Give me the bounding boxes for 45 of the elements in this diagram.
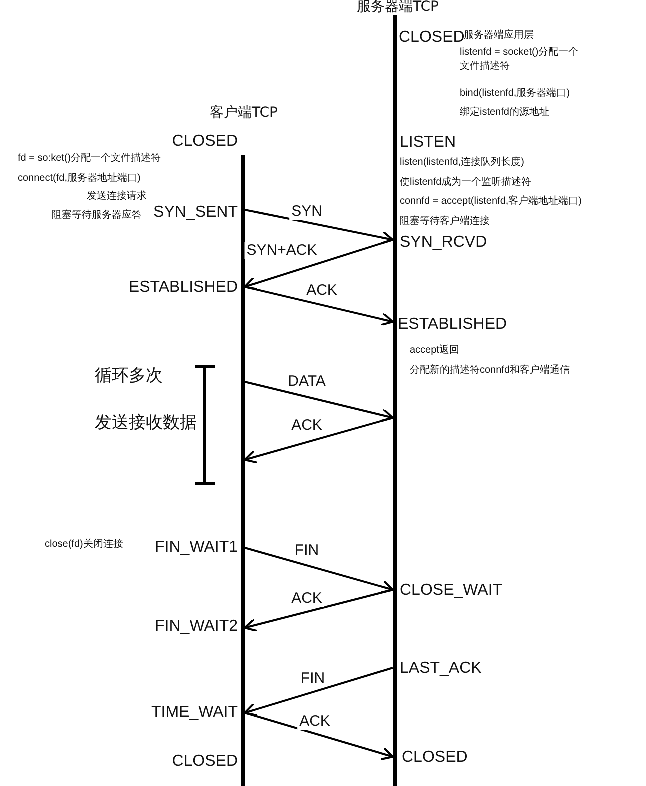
lifeline bbox=[241, 155, 245, 786]
state-label: CLOSE_WAIT bbox=[400, 581, 503, 601]
note-text: connect(fd,服务器地址端口) bbox=[18, 172, 141, 186]
note-text: listen(listenfd,连接队列长度) bbox=[400, 156, 524, 170]
message-arrow bbox=[244, 712, 394, 761]
note-text: close(fd)关闭连接 bbox=[45, 538, 124, 552]
message-arrow bbox=[244, 547, 394, 594]
message-arrow bbox=[244, 417, 394, 464]
state-label: LAST_ACK bbox=[400, 659, 482, 679]
lifeline bbox=[393, 15, 397, 786]
state-label: ESTABLISHED bbox=[398, 315, 508, 335]
lifeline-title: 客户端TCP bbox=[210, 104, 278, 122]
message-arrow bbox=[244, 286, 394, 326]
note-text: bind(listenfd,服务器端口) bbox=[460, 87, 570, 101]
note-text: 绑定istenfd的源地址 bbox=[460, 106, 550, 120]
message-arrow bbox=[244, 589, 394, 632]
state-label: CLOSED bbox=[402, 748, 468, 768]
state-label: 循环多次 bbox=[95, 365, 163, 387]
note-text: 阻塞等待服务器应答 bbox=[52, 209, 142, 223]
message-arrow bbox=[244, 667, 394, 717]
note-text: 服务器端应用层 bbox=[464, 29, 534, 43]
edge-label: SYN bbox=[290, 203, 324, 220]
note-text: 分配新的描述符connfd和客户端通信 bbox=[410, 364, 570, 378]
state-label: FIN_WAIT2 bbox=[155, 617, 238, 637]
state-label: CLOSED bbox=[399, 28, 465, 48]
note-text: accept返回 bbox=[410, 344, 460, 358]
state-label: CLOSED bbox=[172, 132, 238, 152]
state-label: 发送接收数据 bbox=[95, 412, 197, 434]
note-text: 使listenfd成为一个监听描述符 bbox=[400, 176, 532, 190]
message-arrow bbox=[244, 239, 394, 290]
edge-label: ACK bbox=[290, 590, 324, 607]
note-text: listenfd = socket()分配一个文件描述符 bbox=[460, 46, 580, 74]
state-label: LISTEN bbox=[400, 133, 456, 153]
note-text: 阻塞等待客户端连接 bbox=[400, 215, 490, 229]
state-label: TIME_WAIT bbox=[151, 703, 238, 723]
note-text: connfd = accept(listenfd,客户端地址端口) bbox=[400, 195, 582, 209]
state-label: CLOSED bbox=[172, 752, 238, 772]
note-text: fd = so:ket()分配一个文件描述符 bbox=[18, 152, 162, 166]
note-text: 发送连接请求 bbox=[87, 190, 147, 204]
edge-label: ACK bbox=[298, 713, 332, 730]
state-label: SYN_RCVD bbox=[400, 233, 488, 253]
state-label: ESTABLISHED bbox=[128, 278, 238, 298]
message-arrow bbox=[244, 381, 394, 422]
state-label: SYN_SENT bbox=[154, 203, 238, 223]
state-label: FIN_WAIT1 bbox=[155, 538, 238, 558]
